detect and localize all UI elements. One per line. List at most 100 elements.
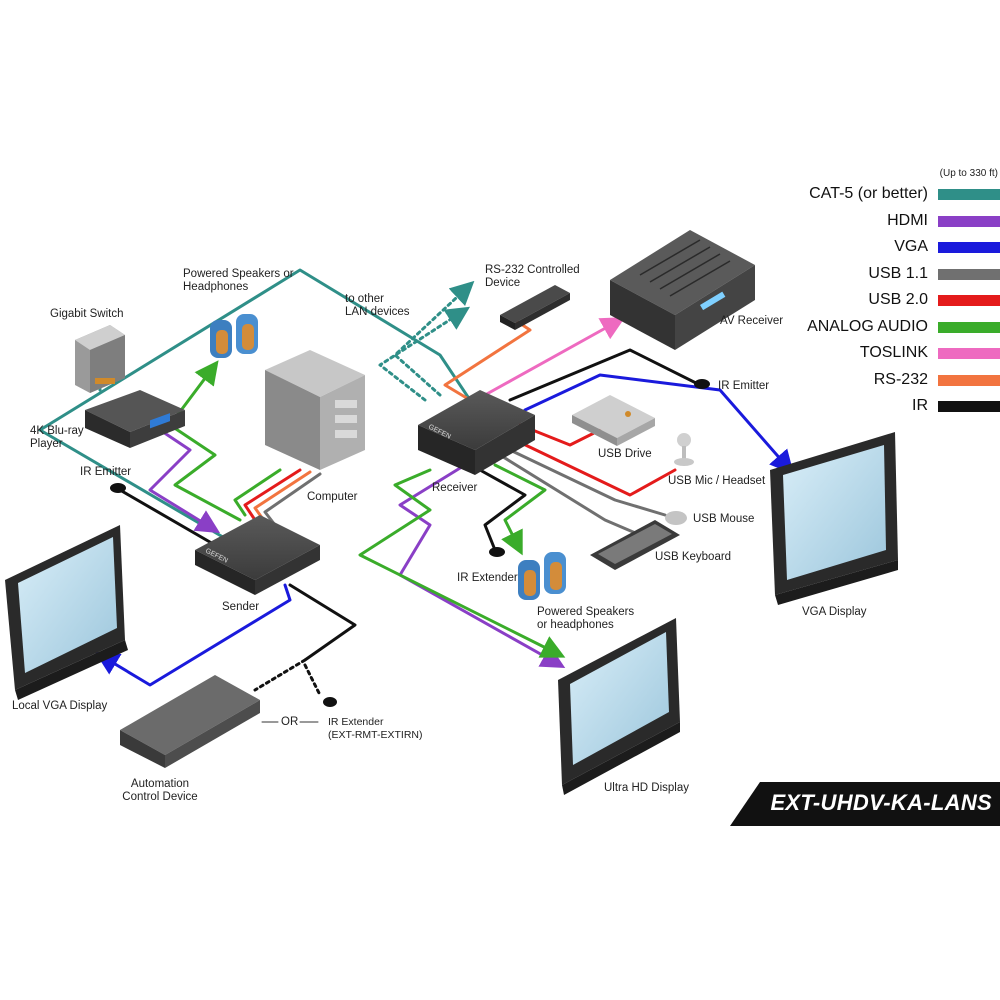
local-vga-display	[5, 525, 128, 700]
toslink-receiver	[483, 317, 626, 397]
legend-item-swatch	[938, 401, 1000, 412]
legend-item: RS-232	[760, 370, 1000, 392]
legend-item-label: ANALOG AUDIO	[807, 317, 928, 335]
label-ir-emitter-left: IR Emitter	[80, 466, 132, 478]
legend-item-label: VGA	[894, 238, 928, 255]
vga-receiver	[523, 373, 794, 475]
ir-av-receiver	[508, 348, 702, 402]
label-av-receiver: AV Receiver	[720, 315, 784, 327]
sender-box: GEFEN	[195, 515, 320, 595]
legend-item: USB 2.0	[760, 290, 1000, 312]
legend-note: (Up to 330 ft)	[939, 168, 998, 179]
legend-item-label: RS-232	[873, 370, 928, 388]
speakers-top	[210, 314, 258, 358]
hdmi-bluray	[148, 428, 221, 534]
audio-uhd	[358, 468, 566, 658]
uhd-display	[558, 618, 680, 795]
label-gigabit-switch: Gigabit Switch	[50, 308, 124, 320]
legend-item-label: TOSLINK	[859, 344, 928, 361]
legend-item-label: USB 2.0	[868, 291, 928, 308]
label-receiver: Receiver	[432, 482, 478, 494]
rs232-receiver	[443, 318, 532, 402]
legend-item-label: IR	[912, 397, 928, 414]
ir-left	[118, 488, 217, 547]
hdmi-uhd	[398, 463, 566, 668]
label-uhd-display: Ultra HD Display	[604, 782, 689, 794]
model-name: EXT-UHDV-KA-LANS	[770, 790, 992, 815]
ir-extender-right	[478, 468, 527, 552]
audio-bottom	[493, 463, 547, 556]
vga-display	[770, 432, 898, 605]
label-or: OR	[281, 716, 299, 728]
usb11-mouse	[508, 448, 667, 517]
automation-device	[120, 675, 260, 768]
audio-top	[168, 360, 242, 522]
receiver-box: GEFEN	[418, 390, 535, 475]
legend-item-swatch	[938, 348, 1000, 359]
legend-item-swatch	[938, 215, 1000, 227]
label-usb-drive: USB Drive	[598, 448, 652, 460]
legend-item-swatch	[938, 321, 1000, 333]
label-usb-mic: USB Mic / Headset	[668, 475, 766, 487]
computer-gray	[263, 472, 322, 527]
ir-dotted-auto	[253, 658, 307, 692]
legend-item: CAT-5 (or better)	[760, 184, 1000, 206]
computer-red	[243, 468, 302, 522]
legend-item: USB 1.1	[760, 264, 1000, 286]
label-sender: Sender	[222, 601, 260, 613]
legend-item-swatch	[938, 189, 1000, 200]
usb-mouse	[665, 511, 687, 525]
usb2-drive	[518, 423, 602, 447]
ir-emitter-left-bulb	[110, 483, 126, 493]
ir-sender-down	[288, 583, 357, 662]
ir-extender-right-bulb	[489, 547, 505, 557]
legend-item: VGA	[760, 237, 1000, 259]
legend-item-swatch	[938, 374, 1000, 386]
computer-tower	[265, 350, 365, 470]
label-ir-extender-rmt: IR Extender(EXT-RMT-EXTIRN)	[328, 716, 423, 741]
legend-item-swatch	[938, 268, 1000, 280]
rs232-device	[500, 285, 570, 330]
av-receiver	[610, 230, 755, 350]
speakers-bottom	[518, 552, 566, 600]
ir-dotted-ext	[303, 663, 322, 697]
label-ir-emitter-right: IR Emitter	[718, 380, 770, 392]
legend-item-label: CAT-5 (or better)	[809, 185, 928, 202]
vga-local	[94, 583, 292, 687]
usb-keyboard	[590, 520, 680, 570]
model-banner-shape	[730, 782, 1000, 826]
bluray-player	[85, 390, 185, 448]
legend-item: IR	[760, 396, 1000, 418]
legend-item: ANALOG AUDIO	[760, 317, 1000, 339]
legend-item: TOSLINK	[760, 343, 1000, 365]
legend-item-swatch	[938, 295, 1000, 306]
lan-dotted-2	[393, 280, 475, 397]
ir-extender-rmt-bulb	[323, 697, 337, 707]
legend-item-swatch	[938, 242, 1000, 253]
legend-item-label: HDMI	[887, 211, 928, 229]
lan-dotted-1	[378, 306, 471, 402]
usb11-keyboard	[498, 453, 642, 537]
cat5-cable	[38, 268, 472, 542]
label-ir-extender: IR Extender	[457, 572, 518, 584]
label-computer: Computer	[307, 491, 358, 503]
gigabit-switch	[75, 325, 125, 393]
label-usb-keyboard: USB Keyboard	[655, 551, 732, 563]
ir-emitter-right-bulb	[694, 379, 710, 389]
legend-item: HDMI	[760, 211, 1000, 233]
legend-item-label: USB 1.1	[868, 264, 928, 282]
usb2-mic	[513, 438, 677, 497]
usb-mic	[674, 433, 694, 466]
computer-green	[233, 468, 282, 517]
label-usb-mouse: USB Mouse	[693, 513, 755, 525]
label-local-vga: Local VGA Display	[12, 700, 108, 712]
model-banner: EXT-UHDV-KA-LANS	[730, 782, 1000, 826]
label-vga-display: VGA Display	[802, 606, 867, 618]
usb-drive	[572, 395, 655, 446]
